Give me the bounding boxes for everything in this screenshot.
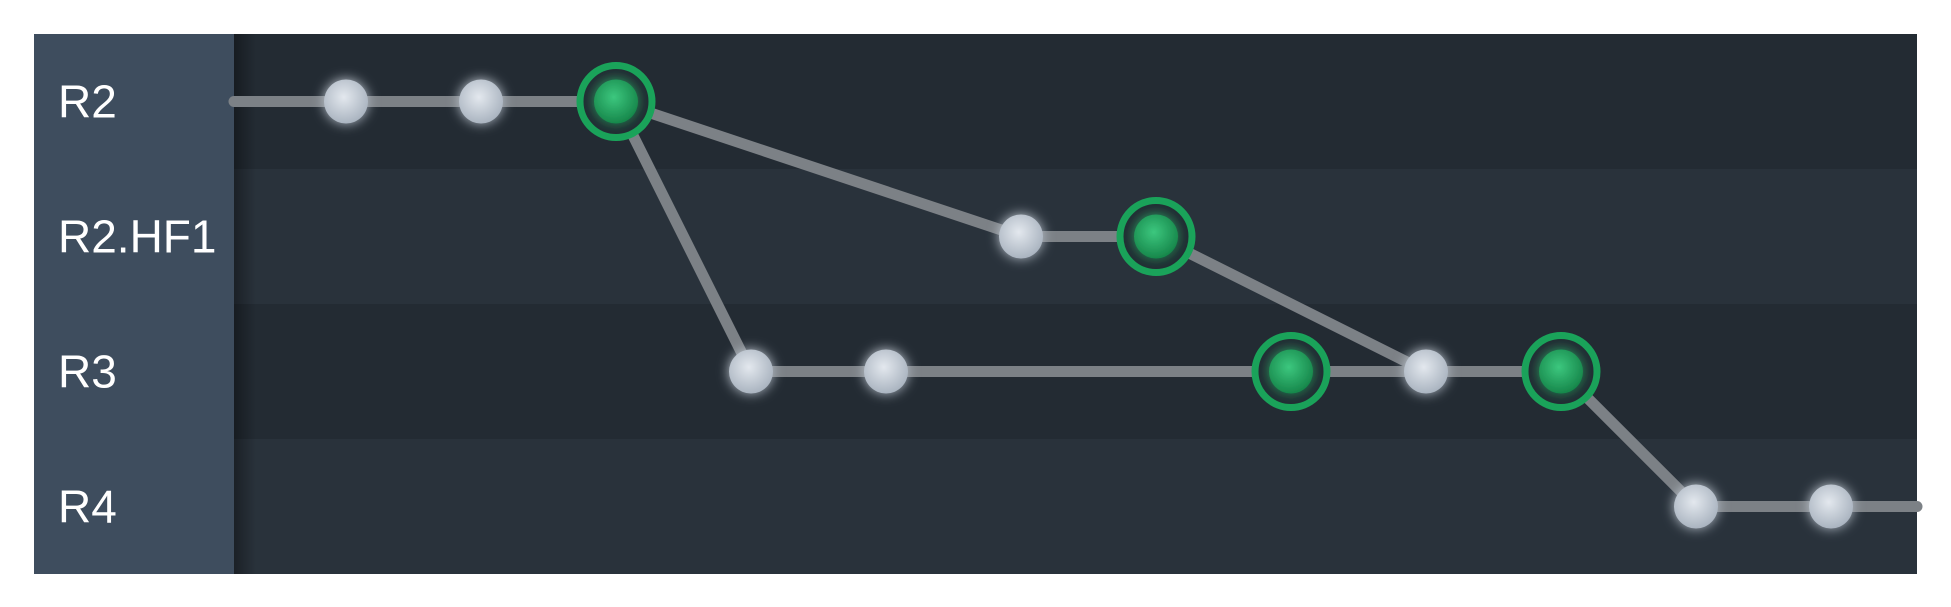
row-label-r4: R4 [58, 481, 117, 533]
commit-dot [459, 79, 503, 124]
release-dot [594, 79, 638, 124]
row-label-r2-hf1: R2.HF1 [58, 211, 216, 263]
row-label-r2: R2 [58, 76, 117, 128]
branch-edge [610, 96, 757, 377]
commit-dot [729, 349, 773, 394]
commit-dot [1674, 484, 1718, 529]
row-band [234, 439, 1917, 574]
commit-node[interactable] [999, 214, 1043, 259]
release-dot [1539, 349, 1583, 394]
branch-edge [610, 96, 1027, 242]
tagged-commit-node[interactable] [576, 62, 656, 141]
commit-node[interactable] [1674, 484, 1718, 529]
commit-node[interactable] [729, 349, 773, 394]
tagged-commit-node[interactable] [1116, 197, 1196, 276]
commit-dot [1809, 484, 1853, 529]
commit-node[interactable] [1404, 349, 1448, 394]
label-column-shadow [234, 34, 256, 574]
commit-dot [1404, 349, 1448, 394]
commit-dot [324, 79, 368, 124]
commit-dot [864, 349, 908, 394]
commit-dot [999, 214, 1043, 259]
release-dot [1134, 214, 1178, 259]
commit-nodes [324, 62, 1853, 529]
commit-node[interactable] [864, 349, 908, 394]
label-column [34, 34, 234, 574]
commit-node[interactable] [1809, 484, 1853, 529]
row-label-r3: R3 [58, 346, 117, 398]
release-dot [1269, 349, 1313, 394]
tagged-commit-node[interactable] [1521, 332, 1601, 411]
commit-node[interactable] [324, 79, 368, 124]
branch-edge [1150, 231, 1432, 377]
commit-node[interactable] [459, 79, 503, 124]
tagged-commit-node[interactable] [1251, 332, 1331, 411]
